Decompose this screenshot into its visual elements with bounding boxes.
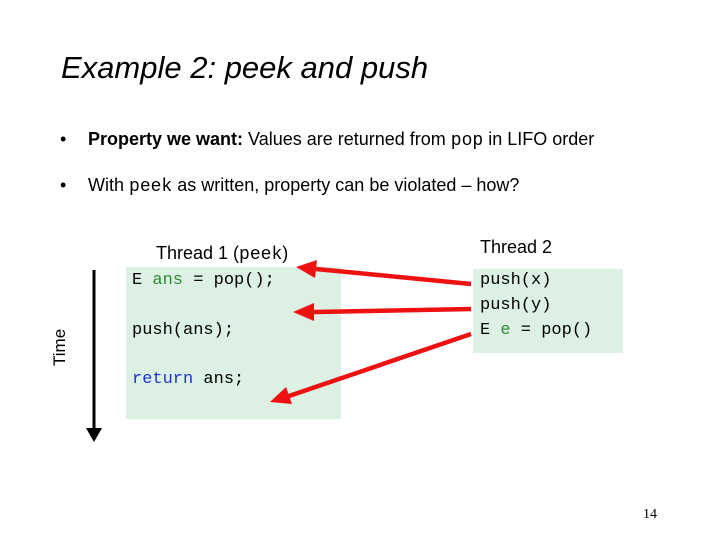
thread2-line-push-x: push(x)	[480, 271, 552, 290]
red-arrow-push-y-to-push	[293, 303, 472, 321]
thread2-label: Thread 2	[480, 237, 553, 257]
bullet-text: Values are returned from	[243, 129, 451, 149]
thread2-code-box	[473, 269, 623, 353]
thread1-label-text: Thread 1 (	[156, 243, 240, 263]
slide-title: Example 2: peek and push	[61, 50, 429, 85]
bullet-code: pop	[450, 131, 484, 151]
bullet-marker: •	[60, 175, 67, 195]
code-rest: = pop();	[183, 271, 275, 290]
code-type: E	[132, 271, 153, 290]
red-arrow-pop-to-pop	[296, 260, 472, 287]
bullet-property: • Property we want: Values are returned f…	[60, 129, 594, 151]
bullet-code: peek	[129, 177, 173, 197]
thread1-line-pop: E ans = pop();	[132, 271, 275, 290]
thread1-label: Thread 1 (peek)	[156, 243, 288, 265]
thread1-label-text: )	[282, 243, 289, 263]
code-keyword: return	[132, 370, 194, 389]
bullet-marker: •	[60, 129, 67, 149]
thread1-line-push: push(ans);	[132, 321, 235, 340]
code-var: e	[500, 321, 511, 340]
code-type: E	[480, 321, 501, 340]
code-rest: ans;	[193, 370, 245, 389]
thread1-code-box	[126, 267, 341, 419]
time-axis-arrow	[86, 270, 102, 442]
bullet-violation: • With peek as written, property can be v…	[60, 175, 519, 197]
bullet-text: as written, property can be violated – h…	[172, 175, 520, 195]
code-var: ans	[152, 271, 184, 290]
bullet-text: With	[88, 175, 130, 195]
bullet-text: in LIFO order	[483, 129, 595, 149]
page-number: 14	[643, 507, 657, 522]
thread2-line-pop: E e = pop()	[480, 321, 592, 340]
code-rest: = pop()	[510, 321, 593, 340]
thread2-line-push-y: push(y)	[480, 296, 552, 315]
thread1-label-code: peek	[239, 245, 283, 265]
red-arrow-pop-to-return	[270, 331, 472, 404]
bullet-bold-lead: Property we want:	[88, 129, 244, 149]
thread1-line-return: return ans;	[132, 370, 244, 389]
